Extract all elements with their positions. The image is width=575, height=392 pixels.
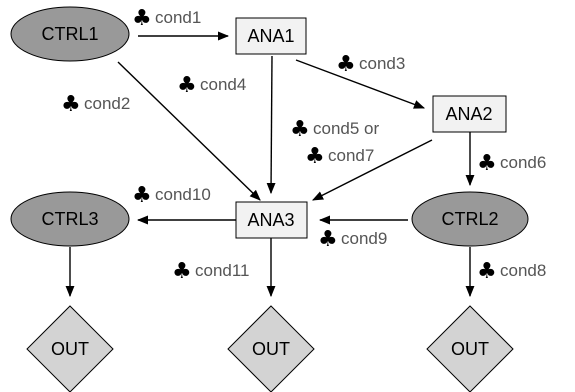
label-cond3-text: cond3 — [359, 54, 405, 73]
node-out-mid-label: OUT — [252, 339, 290, 359]
club-icon: ♣ — [305, 144, 325, 169]
club-icon: ♣ — [477, 151, 497, 176]
node-ctrl2: CTRL2 — [411, 191, 529, 247]
node-ctrl1: CTRL1 — [10, 6, 130, 62]
edge-ctrl1-ana3 — [117, 61, 261, 201]
club-icon: ♣ — [132, 6, 152, 31]
label-cond2-text: cond2 — [84, 94, 130, 113]
club-icon: ♣ — [172, 259, 192, 284]
label-cond8: ♣ cond8 — [477, 259, 546, 284]
node-out-left-label: OUT — [51, 339, 89, 359]
node-ana2-label: ANA2 — [445, 104, 492, 124]
node-ana1-label: ANA1 — [247, 26, 294, 46]
label-cond7-text: cond7 — [328, 146, 374, 165]
node-ana3: ANA3 — [235, 201, 308, 239]
label-cond10-text: cond10 — [155, 185, 211, 204]
node-ana1: ANA1 — [235, 17, 307, 55]
club-icon: ♣ — [477, 259, 497, 284]
label-cond9: ♣ cond9 — [318, 227, 387, 252]
label-cond9-text: cond9 — [341, 229, 387, 248]
label-cond10: ♣ cond10 — [132, 183, 211, 208]
club-icon: ♣ — [177, 73, 197, 98]
node-ctrl3: CTRL3 — [10, 191, 130, 247]
label-cond6-text: cond6 — [500, 153, 546, 172]
node-ctrl1-label: CTRL1 — [41, 24, 98, 44]
node-ana2: ANA2 — [432, 95, 507, 133]
node-out-mid: OUT — [227, 305, 315, 392]
label-cond1: ♣ cond1 — [132, 6, 201, 31]
label-cond4-text: cond4 — [200, 75, 246, 94]
label-cond1-text: cond1 — [155, 8, 201, 27]
label-cond3: ♣ cond3 — [336, 52, 405, 77]
label-cond4: ♣ cond4 — [177, 73, 246, 98]
label-cond6: ♣ cond6 — [477, 151, 546, 176]
label-cond5-text: cond5 or — [313, 119, 379, 138]
club-icon: ♣ — [132, 183, 152, 208]
node-out-left: OUT — [26, 305, 114, 392]
label-cond8-text: cond8 — [500, 261, 546, 280]
label-cond11: ♣ cond11 — [172, 259, 250, 284]
label-cond2: ♣ cond2 — [61, 92, 130, 117]
node-out-right-label: OUT — [451, 339, 489, 359]
club-icon: ♣ — [290, 117, 310, 142]
edge-ana1-ana2 — [295, 59, 426, 109]
club-icon: ♣ — [318, 227, 338, 252]
node-out-right: OUT — [426, 305, 514, 392]
node-ana3-label: ANA3 — [247, 210, 294, 230]
edge-ana2-ana3 — [311, 139, 433, 201]
label-cond11-text: cond11 — [195, 261, 250, 280]
club-icon: ♣ — [61, 92, 81, 117]
node-ctrl2-label: CTRL2 — [441, 209, 498, 229]
club-icon: ♣ — [336, 52, 356, 77]
node-ctrl3-label: CTRL3 — [41, 209, 98, 229]
label-cond5-or-cond7: ♣ cond5 or ♣ cond7 — [290, 117, 379, 169]
edge-ana1-ana3 — [266, 55, 276, 195]
